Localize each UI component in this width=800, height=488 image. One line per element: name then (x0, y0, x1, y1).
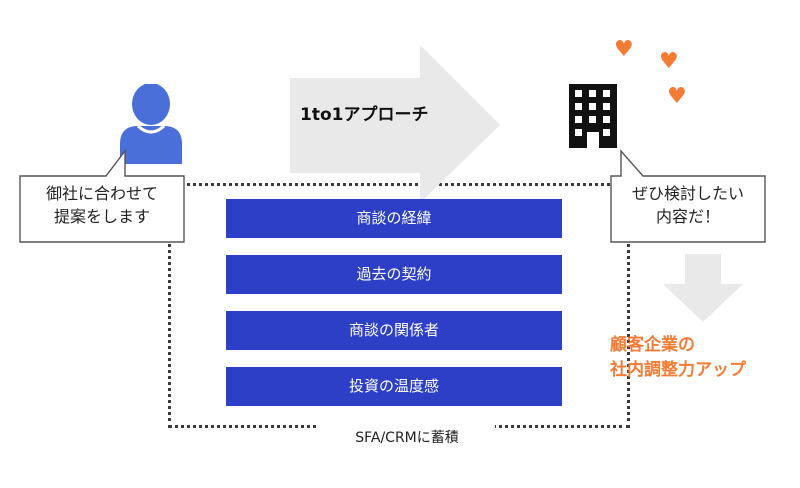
person-icon (116, 83, 186, 168)
heart-icon: ♥ (667, 84, 687, 109)
bar-deal-history: 商談の経緯 (226, 199, 562, 238)
bar-investment-temperature: 投資の温度感 (226, 367, 562, 406)
building-icon (569, 84, 617, 152)
result-text: 顧客企業の 社内調整力アップ (610, 333, 800, 383)
proposal-callout-text: 御社に合わせて 提案をします (45, 184, 158, 226)
interest-callout: ぜひ検討したい 内容だ！ (609, 148, 769, 246)
heart-icon: ♥ (659, 49, 679, 74)
bar-past-contracts: 過去の契約 (226, 255, 562, 294)
result-line-1: 顧客企業の (610, 335, 695, 355)
approach-label: 1to1アプローチ (300, 105, 429, 125)
approach-arrow-icon (290, 45, 505, 207)
down-arrow-icon (663, 254, 743, 328)
heart-icon: ♥ (614, 37, 634, 62)
interest-callout-text: ぜひ検討したい 内容だ！ (631, 184, 744, 226)
result-line-2: 社内調整力アップ (610, 360, 746, 380)
bar-deal-stakeholders: 商談の関係者 (226, 311, 562, 350)
proposal-callout: 御社に合わせて 提案をします (18, 148, 188, 246)
sfa-crm-label: SFA/CRMに蓄積 (319, 425, 495, 451)
